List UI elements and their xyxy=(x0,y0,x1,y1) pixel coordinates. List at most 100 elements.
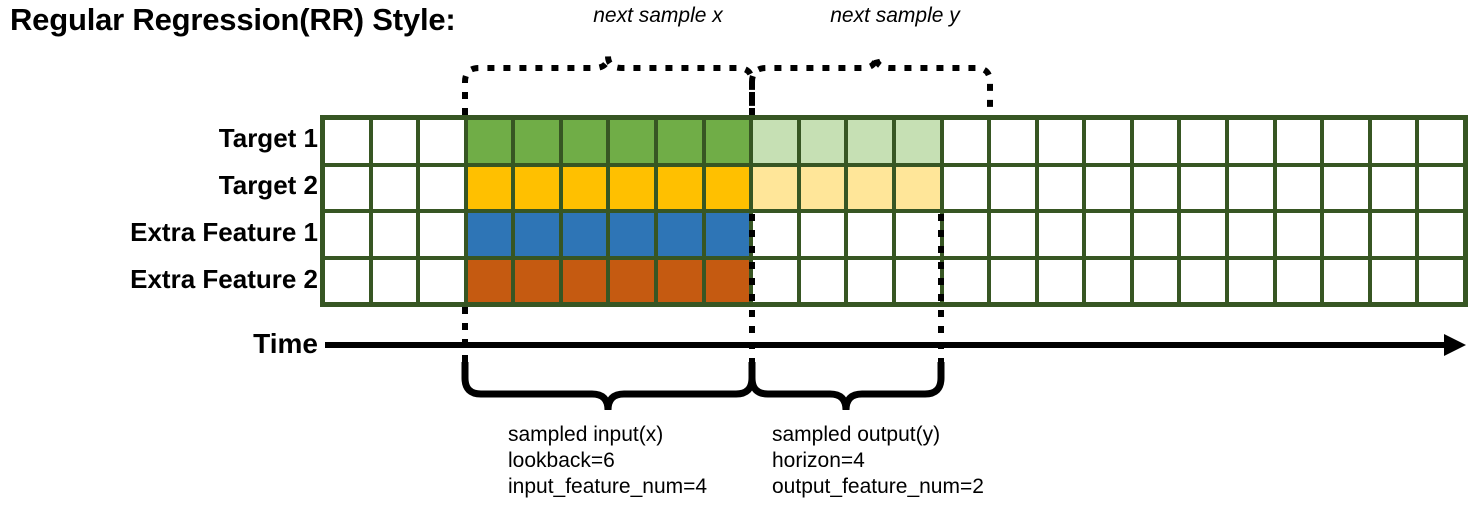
grid-cell-empty-r2-c2 xyxy=(372,166,417,209)
grid-cell-empty-r4-c23 xyxy=(1371,259,1416,302)
row-label-target-1: Target 1 xyxy=(218,123,318,153)
grid-cell-empty-r4-c14 xyxy=(943,259,988,302)
grid-cell-empty-r4-c24 xyxy=(1419,259,1463,302)
top-brace-next-sample-y xyxy=(749,55,993,115)
grid-cell-empty-r3-c12 xyxy=(848,213,892,256)
grid-cell-input-r2-c6 xyxy=(562,166,607,209)
grid-cell-empty-r4-c20 xyxy=(1229,259,1273,302)
grid-cell-empty-r3-c20 xyxy=(1229,213,1273,256)
grid-cell-empty-r4-c17 xyxy=(1086,259,1130,302)
grid-cell-empty-r2-c19 xyxy=(1181,166,1226,209)
grid-cell-output-r2-c10 xyxy=(753,166,797,209)
grid-cell-empty-r1-c19 xyxy=(1181,120,1226,163)
grid-cell-empty-r3-c13 xyxy=(895,213,940,256)
grid-cell-empty-r3-c2 xyxy=(372,213,417,256)
grid-cell-empty-r3-c22 xyxy=(1324,213,1368,256)
grid-cell-empty-r1-c20 xyxy=(1229,120,1273,163)
grid-cell-empty-r3-c11 xyxy=(800,213,845,256)
caption-input-line-1: sampled input(x) xyxy=(508,423,664,446)
grid-cell-empty-r4-c1 xyxy=(325,259,369,302)
grid-cell-empty-r2-c17 xyxy=(1086,166,1130,209)
caption-input-line-3: input_feature_num=4 xyxy=(508,475,708,498)
grid-cell-empty-r4-c2 xyxy=(372,259,417,302)
bottom-brace-caption-output: sampled output(y) horizon=4 output_featu… xyxy=(772,422,984,500)
row-label-extra-feature-1: Extra Feature 1 xyxy=(130,217,318,247)
timeseries-grid xyxy=(320,115,1468,307)
grid-cell-empty-r2-c1 xyxy=(325,166,369,209)
grid-cell-empty-r1-c24 xyxy=(1419,120,1463,163)
top-brace-next-sample-x xyxy=(462,55,755,115)
grid-cell-empty-r4-c16 xyxy=(1038,259,1083,302)
grid-cell-empty-r4-c3 xyxy=(420,259,464,302)
grid-cell-input-r4-c8 xyxy=(658,259,702,302)
grid-cell-input-r2-c9 xyxy=(705,166,750,209)
grid-cell-output-r2-c12 xyxy=(848,166,892,209)
grid-cell-empty-r4-c13 xyxy=(895,259,940,302)
grid-cell-input-r1-c7 xyxy=(610,120,655,163)
grid-cell-input-r3-c6 xyxy=(562,213,607,256)
grid-cell-empty-r2-c22 xyxy=(1324,166,1368,209)
bottom-brace-output xyxy=(748,362,945,411)
grid-cell-empty-r1-c18 xyxy=(1133,120,1178,163)
grid-cell-empty-r4-c11 xyxy=(800,259,845,302)
grid-cell-empty-r1-c22 xyxy=(1324,120,1368,163)
grid-cell-empty-r2-c23 xyxy=(1371,166,1416,209)
time-axis-label: Time xyxy=(253,328,318,359)
grid-cell-empty-r1-c2 xyxy=(372,120,417,163)
grid-cell-empty-r3-c3 xyxy=(420,213,464,256)
time-axis-arrow-icon xyxy=(1444,334,1466,356)
grid-cell-empty-r1-c3 xyxy=(420,120,464,163)
grid-cell-input-r1-c8 xyxy=(658,120,702,163)
top-brace-label-next-sample-x: next sample x xyxy=(593,4,723,27)
bottom-brace-caption-input: sampled input(x) lookback=6 input_featur… xyxy=(508,422,707,500)
grid-cell-empty-r3-c17 xyxy=(1086,213,1130,256)
grid-cell-output-r1-c13 xyxy=(895,120,940,163)
grid-cell-input-r2-c4 xyxy=(467,166,512,209)
grid-cell-input-r4-c5 xyxy=(515,259,559,302)
grid-cell-empty-r3-c10 xyxy=(753,213,797,256)
time-axis-line xyxy=(325,342,1451,348)
grid-cell-empty-r1-c16 xyxy=(1038,120,1083,163)
grid-cell-empty-r1-c17 xyxy=(1086,120,1130,163)
grid-cell-output-r1-c12 xyxy=(848,120,892,163)
grid-cell-input-r3-c7 xyxy=(610,213,655,256)
row-label-target-2: Target 2 xyxy=(218,170,318,200)
grid-cell-input-r4-c7 xyxy=(610,259,655,302)
grid-cell-empty-r2-c21 xyxy=(1276,166,1321,209)
grid-cell-output-r2-c11 xyxy=(800,166,845,209)
grid-cell-empty-r4-c19 xyxy=(1181,259,1226,302)
grid-cell-empty-r3-c24 xyxy=(1419,213,1463,256)
grid-cell-empty-r3-c15 xyxy=(991,213,1035,256)
grid-cell-input-r2-c5 xyxy=(515,166,559,209)
grid-cell-input-r2-c7 xyxy=(610,166,655,209)
grid-cell-empty-r3-c16 xyxy=(1038,213,1083,256)
grid-cell-empty-r1-c15 xyxy=(991,120,1035,163)
grid-cell-input-r2-c8 xyxy=(658,166,702,209)
grid-cell-output-r1-c10 xyxy=(753,120,797,163)
grid-cell-empty-r4-c18 xyxy=(1133,259,1178,302)
grid-cell-empty-r2-c16 xyxy=(1038,166,1083,209)
caption-input-line-2: lookback=6 xyxy=(508,449,615,472)
grid-cell-input-r4-c9 xyxy=(705,259,750,302)
grid-cell-empty-r2-c3 xyxy=(420,166,464,209)
grid-cell-input-r3-c5 xyxy=(515,213,559,256)
grid-cell-empty-r1-c14 xyxy=(943,120,988,163)
grid-cell-empty-r1-c21 xyxy=(1276,120,1321,163)
grid-cell-input-r4-c4 xyxy=(467,259,512,302)
caption-output-line-1: sampled output(y) xyxy=(772,423,941,446)
grid-cell-input-r1-c9 xyxy=(705,120,750,163)
grid-cell-input-r1-c4 xyxy=(467,120,512,163)
bottom-brace-input xyxy=(461,362,756,411)
grid-cell-empty-r2-c20 xyxy=(1229,166,1273,209)
grid-cell-empty-r4-c10 xyxy=(753,259,797,302)
page-title: Regular Regression(RR) Style: xyxy=(10,2,456,37)
grid-cell-empty-r3-c19 xyxy=(1181,213,1226,256)
grid-cell-empty-r1-c1 xyxy=(325,120,369,163)
grid-cell-empty-r2-c14 xyxy=(943,166,988,209)
grid-cell-empty-r2-c24 xyxy=(1419,166,1463,209)
grid-cell-empty-r3-c21 xyxy=(1276,213,1321,256)
grid-cell-empty-r4-c12 xyxy=(848,259,892,302)
grid-cell-empty-r4-c15 xyxy=(991,259,1035,302)
grid-cell-input-r1-c5 xyxy=(515,120,559,163)
